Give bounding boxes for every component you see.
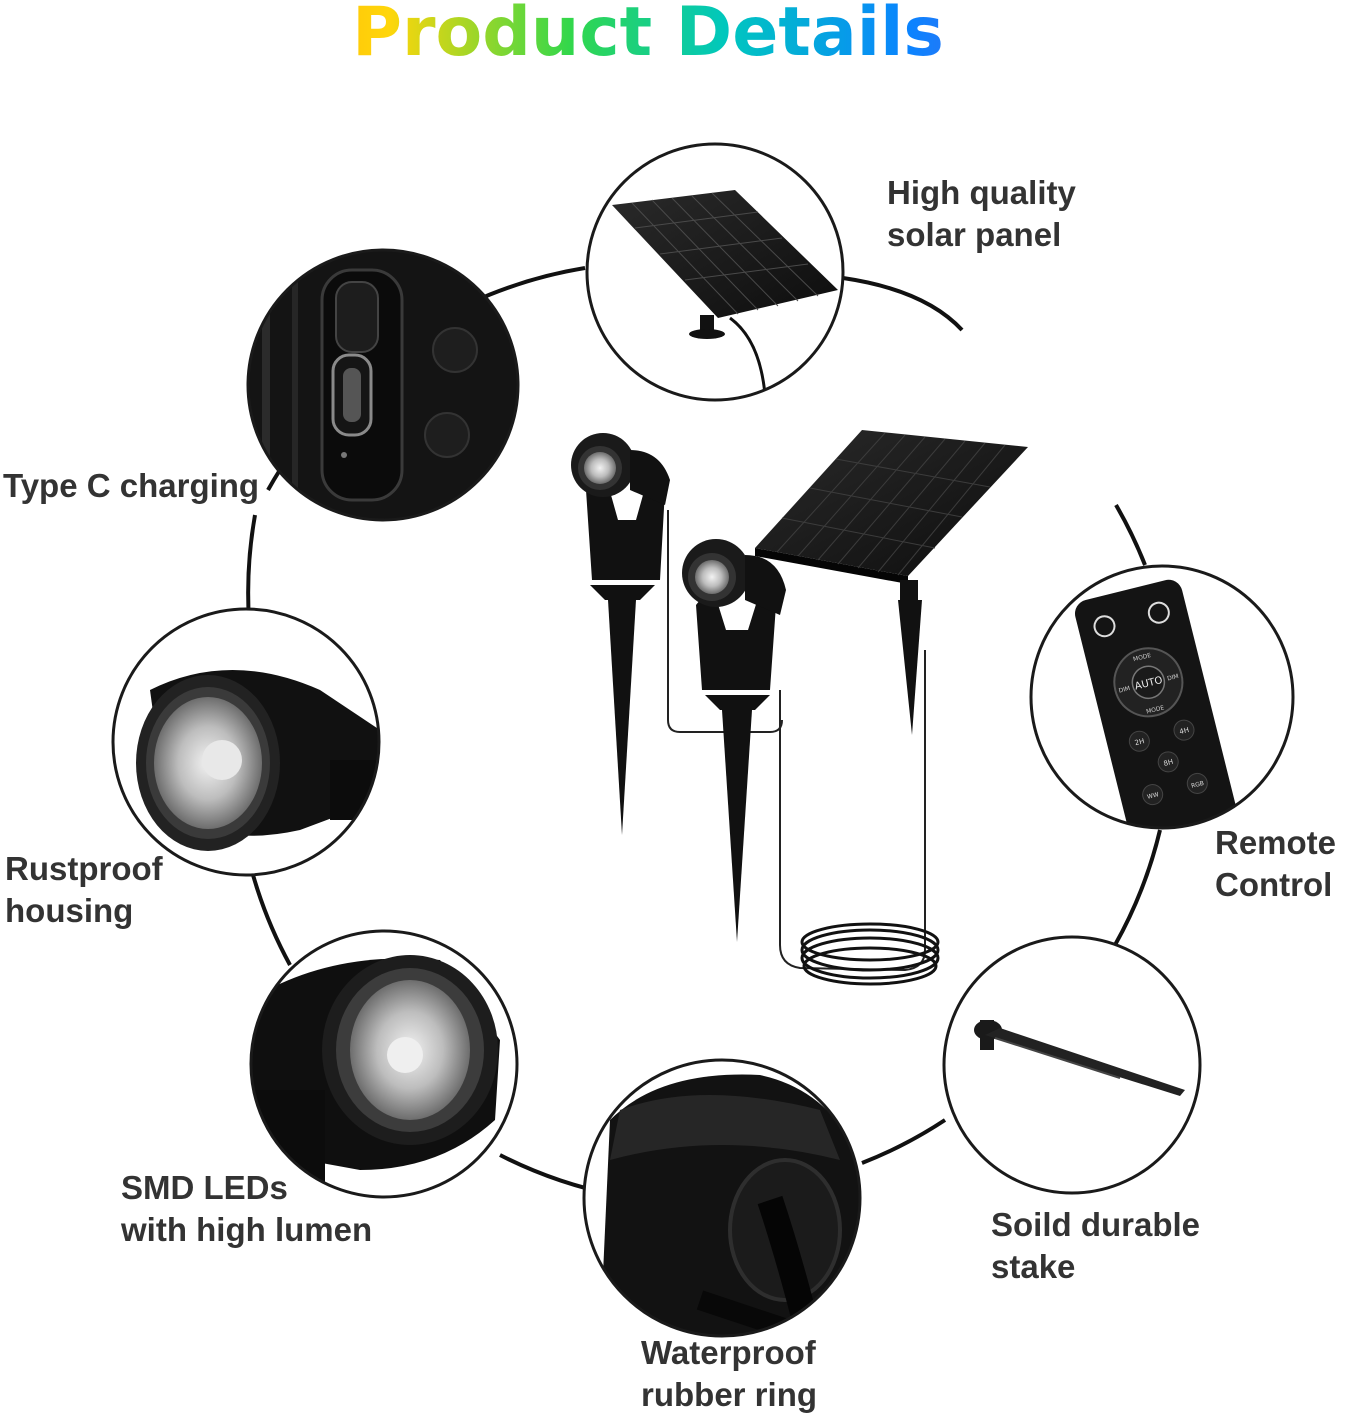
feature-line: housing xyxy=(5,892,134,929)
feature-line: Soild durable xyxy=(991,1206,1201,1243)
feature-label-stake: Soild durable stake xyxy=(991,1204,1200,1288)
feature-label-remote: Remote Control xyxy=(1215,822,1336,906)
feature-label-solar-panel: High quality solar panel xyxy=(887,172,1076,256)
usb-c-port-icon xyxy=(246,248,520,522)
spotlight-head-icon xyxy=(111,607,381,877)
remote-dim-label: DIM xyxy=(1118,685,1131,695)
feature-label-type-c: Type C charging xyxy=(3,465,259,507)
feature-line: Rustproof xyxy=(5,850,163,887)
remote-mode-label: MODE xyxy=(1132,652,1152,663)
feature-line: Control xyxy=(1215,866,1333,903)
feature-label-smd-leds: SMD LEDs with high lumen xyxy=(121,1167,372,1251)
ground-stake-icon xyxy=(942,935,1202,1195)
remote-4h-label: 4H xyxy=(1179,726,1190,736)
feature-line: High quality xyxy=(887,174,1076,211)
page-title: Product Details xyxy=(0,0,1296,70)
feature-line: rubber ring xyxy=(641,1376,818,1413)
feature-line: SMD LEDs xyxy=(121,1169,288,1206)
remote-mode-label: MODE xyxy=(1146,704,1166,715)
rubber-ring-icon xyxy=(582,1058,862,1338)
remote-ww-label: WW xyxy=(1146,791,1159,801)
feature-line: Waterproof xyxy=(641,1334,816,1371)
feature-line: solar panel xyxy=(887,216,1062,253)
product-image xyxy=(571,430,1028,986)
remote-8h-label: 8H xyxy=(1163,758,1174,768)
feature-line: with high lumen xyxy=(121,1211,373,1248)
remote-2h-label: 2H xyxy=(1134,737,1145,747)
feature-label-rustproof: Rustproof housing xyxy=(5,848,163,932)
led-lens-icon xyxy=(249,929,519,1199)
remote-dim-label: DIM xyxy=(1167,673,1180,683)
feature-line: stake xyxy=(991,1248,1076,1285)
feature-label-waterproof: Waterproof rubber ring xyxy=(641,1332,817,1416)
remote-rgb-label: RGB xyxy=(1191,780,1205,790)
feature-line: Type C charging xyxy=(3,467,260,504)
solar-panel-icon xyxy=(585,142,845,402)
feature-line: Remote xyxy=(1215,824,1337,861)
remote-control-icon: AUTO MODE DIM DIM MODE 2H 4H 8H WW RGB xyxy=(1029,564,1295,830)
